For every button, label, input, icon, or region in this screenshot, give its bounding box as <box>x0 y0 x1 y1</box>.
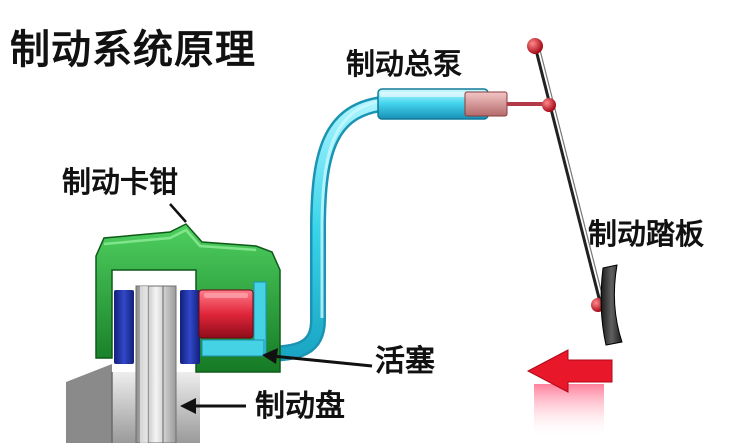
pedal-pad <box>600 264 623 346</box>
label-brake-pedal: 制动踏板 <box>588 217 705 251</box>
label-brake-disc: 制动盘 <box>255 389 345 424</box>
pivot-knob-top <box>527 38 543 54</box>
label-brake-caliper: 制动卡钳 <box>62 165 179 199</box>
brake-disc <box>135 285 177 443</box>
brake-pad-inner <box>180 290 200 364</box>
brake-fluid-line <box>254 95 400 362</box>
diagram-title: 制动系统原理 <box>10 27 256 73</box>
label-piston: 活塞 <box>375 344 435 379</box>
brake-pedal-assembly <box>527 38 623 346</box>
wheel-hub <box>66 364 200 443</box>
brake-pad-outer <box>114 290 134 364</box>
push-arrow <box>526 349 613 439</box>
label-master-cylinder: 制动总泵 <box>346 47 463 81</box>
master-cylinder <box>377 88 548 120</box>
pivot-knob-rod <box>542 98 556 112</box>
leader-arrows <box>169 203 373 414</box>
piston <box>198 289 254 339</box>
